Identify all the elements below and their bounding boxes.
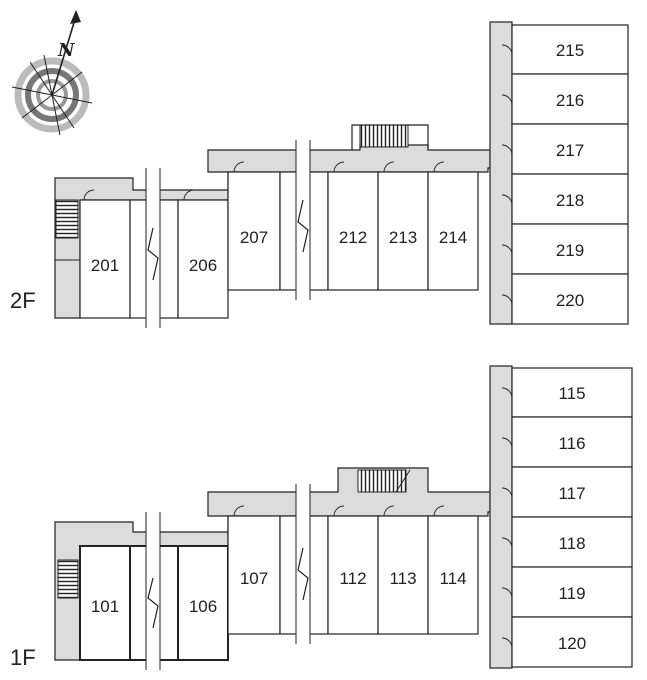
compass: N: [11, 10, 93, 136]
room-label: 214: [439, 228, 467, 247]
room-label: 116: [558, 434, 585, 453]
room-label: 207: [240, 228, 268, 247]
room-label: 118: [558, 534, 585, 553]
room-label: 212: [339, 228, 367, 247]
floor-1f: 1F 101 106 107 112 113 114 115 116 117 1…: [10, 365, 633, 670]
north-label: N: [57, 40, 76, 61]
room-label: 213: [389, 228, 417, 247]
room-label: 201: [91, 256, 119, 275]
room-label: 218: [556, 191, 584, 210]
room-label: 220: [556, 291, 584, 310]
room-label: 217: [556, 141, 584, 160]
floor-2f: 2F 201 206 207 212 213 214 215 216 217 2…: [10, 21, 629, 328]
room-label: 115: [558, 384, 585, 403]
room-label: 112: [339, 569, 366, 588]
room-label: 215: [556, 41, 584, 60]
room-label: 119: [558, 584, 585, 603]
room-label: 206: [189, 256, 217, 275]
room-label: 113: [389, 569, 416, 588]
room-label: 120: [558, 634, 586, 653]
floor-label-1f: 1F: [10, 645, 36, 670]
room-label: 117: [558, 484, 585, 503]
room-label: 219: [556, 241, 584, 260]
room-label: 107: [240, 569, 268, 588]
room-label: 106: [189, 597, 217, 616]
room-label: 101: [91, 597, 119, 616]
room-label: 216: [556, 91, 584, 110]
room-label: 114: [439, 569, 466, 588]
floor-label-2f: 2F: [10, 288, 36, 313]
